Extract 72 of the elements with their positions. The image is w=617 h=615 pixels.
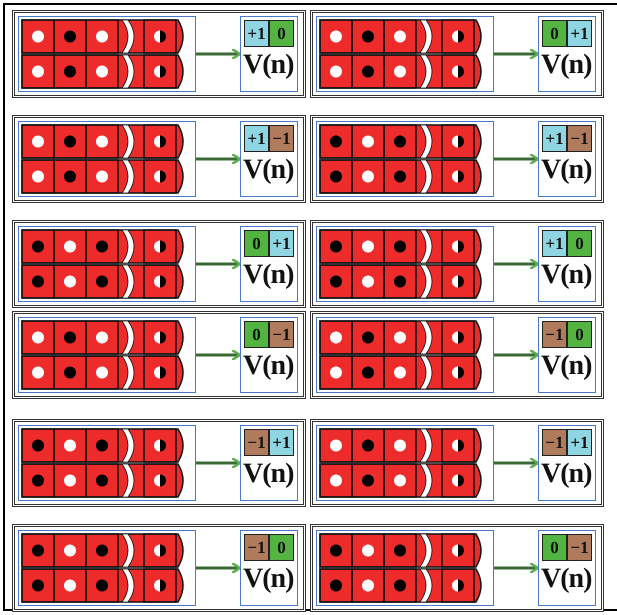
cell-strip-drawing	[18, 530, 196, 606]
number-tile: 0	[567, 230, 592, 257]
cell-strip-drawing	[18, 121, 196, 197]
value-box	[240, 16, 298, 92]
value-box	[538, 317, 596, 393]
arrow	[494, 562, 540, 574]
value-box	[240, 317, 298, 393]
arrow	[196, 258, 242, 270]
number-tile: 0	[542, 534, 567, 561]
arrow	[494, 348, 540, 362]
number-tile: −1	[244, 429, 269, 456]
number-tile: 0	[567, 321, 592, 348]
number-tile: −1	[542, 429, 567, 456]
value-box	[240, 425, 298, 501]
function-label: V(n)	[541, 562, 592, 596]
number-tile: 0	[244, 321, 269, 348]
function-label: V(n)	[541, 457, 592, 491]
number-tile: +1	[542, 230, 567, 257]
number-tile: +1	[244, 125, 269, 152]
function-label: V(n)	[243, 457, 294, 491]
number-tile: +1	[542, 125, 567, 152]
function-label: V(n)	[243, 153, 294, 187]
cell-strip-drawing	[18, 317, 196, 393]
function-label: V(n)	[541, 153, 592, 187]
arrow	[196, 456, 242, 470]
value-box	[538, 16, 596, 92]
value-box	[240, 530, 298, 606]
cell-strip-drawing	[316, 121, 494, 197]
function-label: V(n)	[243, 258, 294, 292]
cell-strip-drawing	[316, 425, 494, 501]
value-box	[538, 425, 596, 501]
function-label: V(n)	[243, 562, 294, 596]
number-tile: +1	[269, 429, 294, 456]
number-tile: +1	[567, 20, 592, 47]
value-box	[538, 530, 596, 606]
number-tile: 0	[269, 534, 294, 561]
cell-strip-drawing	[18, 425, 196, 501]
arrow	[196, 562, 242, 574]
arrow	[196, 348, 242, 362]
number-tile: 0	[244, 230, 269, 257]
arrow	[494, 48, 540, 60]
arrow	[494, 152, 540, 166]
number-tile: 0	[542, 20, 567, 47]
number-tile: −1	[567, 125, 592, 152]
number-tile: +1	[244, 20, 269, 47]
value-box	[240, 121, 298, 197]
number-tile: −1	[567, 534, 592, 561]
cell-strip-drawing	[316, 226, 494, 302]
cell-strip-drawing	[316, 317, 494, 393]
function-label: V(n)	[541, 349, 592, 383]
number-tile: +1	[567, 429, 592, 456]
cell-strip-drawing	[316, 530, 494, 606]
value-box	[538, 226, 596, 302]
number-tile: −1	[542, 321, 567, 348]
cell-strip-drawing	[18, 16, 196, 92]
number-tile: −1	[269, 125, 294, 152]
value-box	[240, 226, 298, 302]
arrow	[494, 258, 540, 270]
function-label: V(n)	[541, 48, 592, 82]
arrow	[494, 456, 540, 470]
function-label: V(n)	[541, 258, 592, 292]
number-tile: 0	[269, 20, 294, 47]
cell-strip-drawing	[18, 226, 196, 302]
arrow	[196, 48, 242, 60]
number-tile: −1	[269, 321, 294, 348]
cell-strip-drawing	[316, 16, 494, 92]
number-tile: +1	[269, 230, 294, 257]
function-label: V(n)	[243, 349, 294, 383]
number-tile: −1	[244, 534, 269, 561]
arrow	[196, 152, 242, 166]
function-label: V(n)	[243, 48, 294, 82]
value-box	[538, 121, 596, 197]
